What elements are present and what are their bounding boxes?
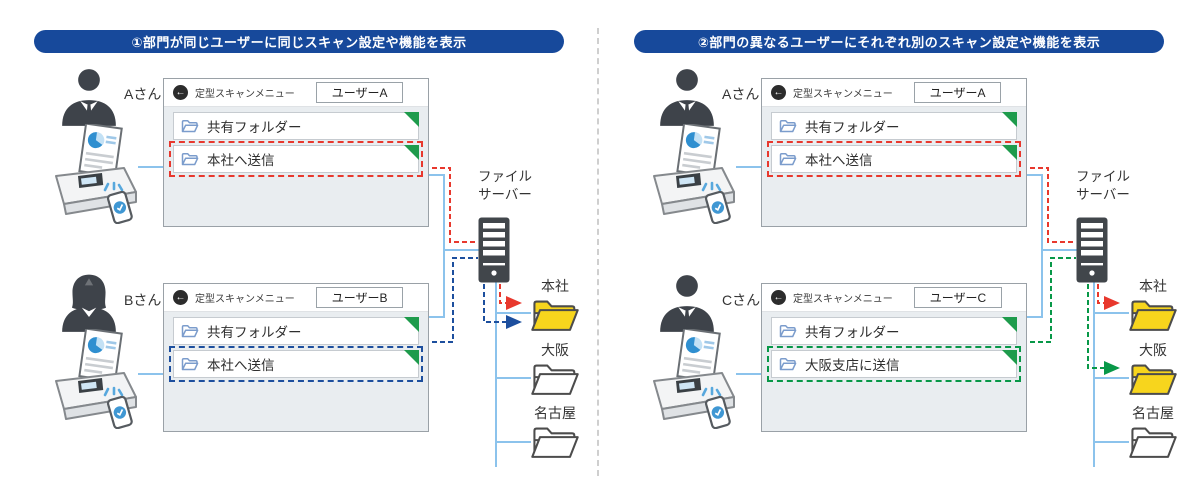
menu-list: 共有フォルダー 大阪支店に送信 [762,311,1026,431]
menu-item-send-hq[interactable]: 本社へ送信 [169,346,423,382]
user-badge[interactable]: ユーザーA [913,82,1002,103]
back-icon[interactable]: ← [771,85,786,100]
folder-icon [779,119,797,133]
menu-item-send-hq[interactable]: 本社へ送信 [169,141,423,177]
folder-nagoya-icon [531,423,579,459]
folder-icon [779,324,797,338]
corner-triangle-icon [404,317,419,332]
menu-item-send-osaka[interactable]: 大阪支店に送信 [767,346,1021,382]
user-badge[interactable]: ユーザーC [913,287,1003,308]
screen-title: 定型スキャンメニュー [793,294,893,305]
scanner-icon [644,124,744,224]
menu-item-label: 共有フォルダー [805,120,900,135]
back-icon[interactable]: ← [173,290,188,305]
panel-divider [597,28,599,476]
menu-item-send-hq[interactable]: 本社へ送信 [767,141,1021,177]
folder-label-nagoya: 名古屋 [1132,405,1174,421]
scanner-icon [644,329,744,429]
screen-title: 定型スキャンメニュー [793,89,893,100]
menu-item-label: 本社へ送信 [207,358,275,373]
file-server-icon [1076,217,1108,283]
folder-label-osaka: 大阪 [1139,342,1167,358]
menu-item-shared-folder[interactable]: 共有フォルダー [771,317,1017,345]
folder-icon [181,119,199,133]
folder-osaka-icon [531,360,579,396]
user-name: Bさん [124,292,162,308]
scan-menu-screen-c: ← 定型スキャンメニュー ユーザーC 共有フォルダー 大阪支店に送信 [761,283,1027,432]
user-name: Aさん [124,86,162,102]
menu-list: 共有フォルダー 本社へ送信 [164,106,428,226]
menu-item-label: 大阪支店に送信 [805,358,900,373]
user-a-icon [656,66,718,128]
folder-nagoya-icon [1129,423,1177,459]
corner-triangle-icon [1002,112,1017,127]
folder-osaka-icon [1129,360,1177,396]
user-c-icon [656,272,718,334]
menu-item-shared-folder[interactable]: 共有フォルダー [173,112,419,140]
scanner-icon [46,329,146,429]
file-server-icon [478,217,510,283]
folder-icon [779,357,797,371]
user-badge[interactable]: ユーザーB [315,287,404,308]
folder-icon [181,152,199,166]
corner-triangle-icon [1002,350,1017,365]
panel-same-settings: ①部門が同じユーザーに同じスキャン設定や機能を表示 Aさん ← 定型スキャンメニ… [0,0,598,500]
folder-icon [181,324,199,338]
back-icon[interactable]: ← [771,290,786,305]
scan-menu-screen-a2: ← 定型スキャンメニュー ユーザーA 共有フォルダー 本社へ送信 [761,78,1027,227]
user-name: Cさん [722,292,761,308]
screen-title: 定型スキャンメニュー [195,294,295,305]
folder-label-hq: 本社 [1139,278,1167,294]
folder-hq-icon [1129,296,1177,332]
panel-title: ②部門の異なるユーザーにそれぞれ別のスキャン設定や機能を表示 [634,30,1164,53]
file-server-label: ファイル サーバー [478,169,532,203]
folder-label-osaka: 大阪 [541,342,569,358]
user-a-icon [58,66,120,128]
file-server-label: ファイル サーバー [1076,169,1130,203]
folder-label-nagoya: 名古屋 [534,405,576,421]
back-icon[interactable]: ← [173,85,188,100]
screen-title: 定型スキャンメニュー [195,89,295,100]
folder-hq-icon [531,296,579,332]
panel-title: ①部門が同じユーザーに同じスキャン設定や機能を表示 [34,30,564,53]
menu-list: 共有フォルダー 本社へ送信 [762,106,1026,226]
scanner-icon [46,124,146,224]
menu-item-label: 共有フォルダー [805,325,900,340]
panel-different-settings: ②部門の異なるユーザーにそれぞれ別のスキャン設定や機能を表示 Aさん ← 定型ス… [598,0,1200,500]
corner-triangle-icon [404,112,419,127]
menu-item-label: 本社へ送信 [207,153,275,168]
menu-item-label: 本社へ送信 [805,153,873,168]
menu-item-label: 共有フォルダー [207,325,302,340]
menu-list: 共有フォルダー 本社へ送信 [164,311,428,431]
corner-triangle-icon [404,350,419,365]
folder-icon [181,357,199,371]
scan-menu-screen-b: ← 定型スキャンメニュー ユーザーB 共有フォルダー 本社へ送信 [163,283,429,432]
menu-item-shared-folder[interactable]: 共有フォルダー [173,317,419,345]
menu-item-shared-folder[interactable]: 共有フォルダー [771,112,1017,140]
menu-item-label: 共有フォルダー [207,120,302,135]
corner-triangle-icon [1002,317,1017,332]
scan-menu-screen-a: ← 定型スキャンメニュー ユーザーA 共有フォルダー 本社へ送信 [163,78,429,227]
corner-triangle-icon [404,145,419,160]
user-badge[interactable]: ユーザーA [315,82,404,103]
user-name: Aさん [722,86,760,102]
folder-label-hq: 本社 [541,278,569,294]
folder-icon [779,152,797,166]
user-b-icon [58,272,120,334]
corner-triangle-icon [1002,145,1017,160]
